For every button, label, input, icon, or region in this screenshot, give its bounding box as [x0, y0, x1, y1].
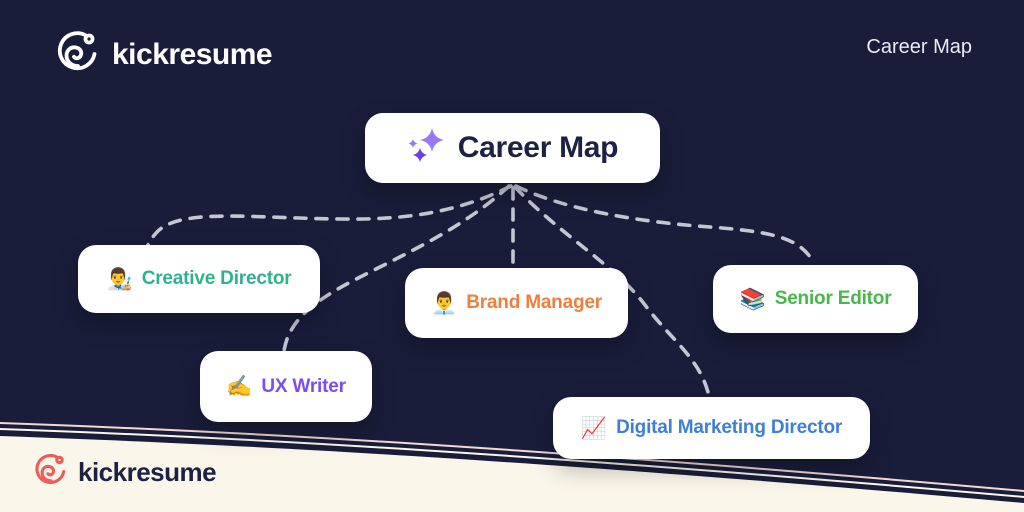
career-node-creative-director[interactable]: 👨‍🎨 Creative Director: [78, 245, 320, 313]
page-title: Career Map: [866, 36, 972, 58]
brand-wordmark: kickresume: [112, 37, 273, 71]
career-node-label: Digital Marketing Director: [616, 417, 843, 438]
chart-increasing-emoji-icon: 📈: [580, 416, 608, 440]
brand-wordmark: kickresume: [78, 457, 217, 487]
career-node-label: UX Writer: [261, 375, 346, 397]
books-emoji-icon: 📚: [739, 287, 766, 311]
career-node-senior-editor[interactable]: 📚 Senior Editor: [713, 265, 918, 333]
sparkles-icon: [407, 126, 447, 171]
career-node-ux-writer[interactable]: ✍️ UX Writer: [200, 351, 372, 422]
career-node-label: Creative Director: [141, 268, 292, 289]
career-node-label: Brand Manager: [466, 292, 602, 313]
root-node-label: Career Map: [457, 131, 619, 164]
office-worker-emoji-icon: 👨‍💼: [431, 291, 458, 315]
career-node-brand-manager[interactable]: 👨‍💼 Brand Manager: [405, 268, 628, 338]
career-map-root-node[interactable]: Career Map: [365, 113, 660, 183]
chameleon-icon: [34, 453, 68, 492]
career-node-digital-marketing-director[interactable]: 📈 Digital Marketing Director: [553, 397, 870, 459]
career-node-label: Senior Editor: [774, 288, 892, 309]
kickresume-logo-header: kickresume: [56, 30, 273, 79]
chameleon-icon: [56, 30, 100, 79]
artist-emoji-icon: 👨‍🎨: [106, 267, 133, 291]
kickresume-logo-footer: kickresume: [34, 453, 217, 492]
connector-to-senior-editor: [514, 184, 816, 265]
writing-hand-emoji-icon: ✍️: [226, 375, 253, 398]
connector-to-creative-director: [145, 184, 513, 251]
